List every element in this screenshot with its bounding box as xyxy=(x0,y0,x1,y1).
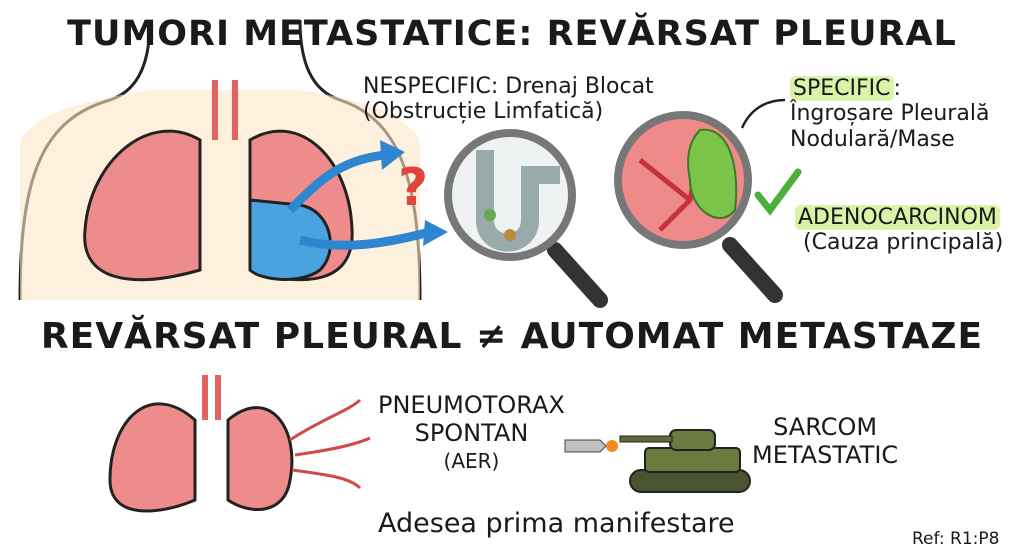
tank-icon xyxy=(619,429,751,493)
question-mark-icon: ? xyxy=(398,158,428,218)
bullet-icon xyxy=(564,439,618,453)
magnifier-pipe-icon xyxy=(444,129,608,308)
check-icon xyxy=(754,168,802,216)
collapsed-lung-icon xyxy=(108,375,294,513)
adenocarcinoma-heading: ADENOCARCINOM xyxy=(795,205,1000,230)
adenocarcinoma-sub: (Cauza principală) xyxy=(803,230,1004,256)
specific-line1: Îngroșare Pleurală xyxy=(790,101,990,127)
nonspecific-sub: (Obstrucție Limfatică) xyxy=(363,99,604,125)
sarcoma-line1: SARCOM xyxy=(773,413,878,441)
pneumothorax-line1: PNEUMOTORAX xyxy=(378,391,565,419)
adenocarcinoma-label: ADENOCARCINOM(Cauza principală) xyxy=(795,205,1003,256)
nonspecific-label: NESPECIFIC: Drenaj Blocat(Obstrucție Lim… xyxy=(363,74,654,125)
pointer-arrow-icon xyxy=(740,98,786,129)
nonspecific-text: : Drenaj Blocat xyxy=(490,74,654,99)
specific-heading: SPECIFIC xyxy=(790,76,894,101)
middle-statement: REVĂRSAT PLEURAL ≠ AUTOMAT METASTAZE xyxy=(40,316,984,357)
magnifier-tumor-icon xyxy=(614,111,783,303)
specific-line2: Nodulară/Mase xyxy=(790,126,955,152)
pleural-fluid-icon xyxy=(248,198,332,281)
bottom-note: Adesea prima manifestare xyxy=(378,508,735,539)
air-swirl-icon xyxy=(289,398,371,490)
reference-label: Ref: R1:P8 xyxy=(912,529,1000,549)
pneumothorax-line3: (AER) xyxy=(443,449,500,474)
pneumothorax-line2: SPONTAN xyxy=(414,418,529,447)
page-title: TUMORI METASTATICE: REVĂRSAT PLEURAL xyxy=(67,14,957,54)
specific-colon: : xyxy=(893,76,901,101)
sarcoma-line2: METASTATIC xyxy=(752,440,899,469)
left-lung-icon xyxy=(83,129,202,282)
arrows xyxy=(286,150,432,250)
nonspecific-heading: NESPECIFIC xyxy=(363,74,491,99)
